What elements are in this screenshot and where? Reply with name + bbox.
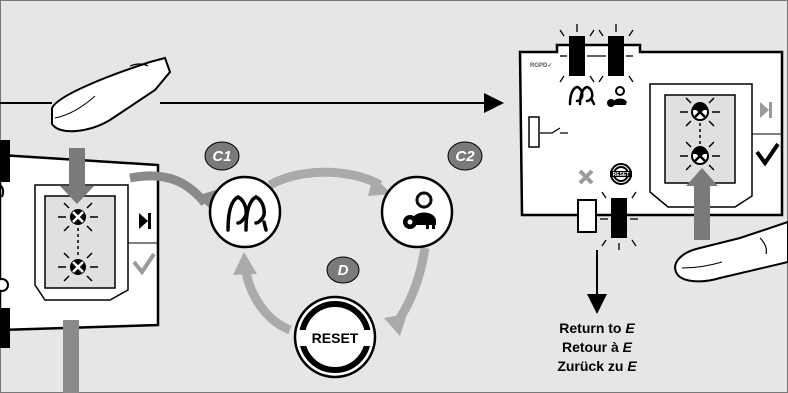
led-bottom-icon [58,252,98,282]
finger-bottom-icon [674,220,788,283]
led-top-icon [58,202,98,232]
return-text: Return to E Retour à E Zurück zu E [557,320,637,374]
return-en: Return to E [559,320,635,336]
arc-c2-reset [391,247,430,328]
press-arrow-right [686,168,718,240]
node-c2 [380,175,454,249]
return-fr: Retour à E [562,339,633,355]
user-key-icon [403,191,436,229]
label-c2: C2 [455,148,475,165]
node-c1 [208,175,282,249]
left-panel [0,140,160,348]
led-right-bottom-icon [680,141,720,171]
close-icon [578,169,594,185]
badge-c2: C2 [447,141,483,171]
arc-c1-c2 [267,167,383,189]
badge-d: D [326,256,360,284]
users-icon [226,195,268,232]
check-right-icon [755,142,780,167]
switch-icon [528,116,568,148]
led-right-top-icon [680,97,720,127]
node-reset: RESET [293,295,377,379]
press-arrow-left [60,148,94,204]
return-de: Zurück zu E [557,358,637,374]
label-c1: C1 [212,148,231,165]
check-icon [132,252,156,276]
reset-small-label: RESET [613,172,630,178]
skip-right-icon [760,102,772,118]
skip-icon [139,213,151,229]
user-key-small-icon [607,86,627,107]
reset-button-label: RESET [312,330,359,346]
exit-bar [63,320,79,393]
right-panel: RGPD✓ [518,24,784,250]
arc-reset-c1 [240,267,292,335]
badge-c1: C1 [204,141,240,171]
finger-top-icon [51,56,172,133]
label-d: D [338,262,349,279]
users-small-icon [568,85,596,106]
reset-small-icon: RESET [610,163,632,185]
panel-brand: RGPD✓ [530,63,552,69]
